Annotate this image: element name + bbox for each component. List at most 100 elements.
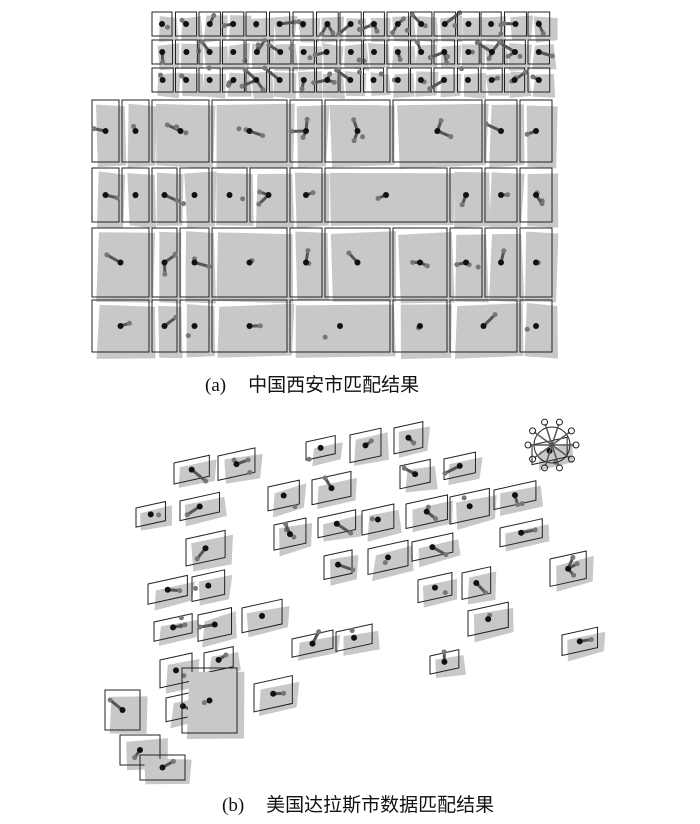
block-outline — [493, 480, 537, 511]
block-centroid — [370, 77, 377, 83]
block-outline — [411, 532, 454, 562]
matched-point — [461, 495, 467, 501]
block-centroid — [347, 77, 354, 83]
matched-point — [541, 464, 549, 472]
matched-point — [185, 333, 191, 339]
block-shadow — [400, 304, 452, 359]
block-outline — [269, 39, 292, 65]
block-centroid — [434, 128, 441, 134]
matched-point — [104, 252, 110, 258]
block-shadow — [372, 545, 414, 582]
block-outline — [504, 67, 526, 93]
block-outline — [467, 601, 509, 637]
block-shadow — [184, 171, 217, 228]
matched-point — [505, 53, 511, 59]
block-centroid — [498, 192, 504, 198]
block-shadow — [198, 574, 233, 606]
block-shadow — [154, 581, 195, 611]
block-centroid — [183, 77, 190, 83]
block-outline — [289, 167, 323, 223]
matched-point — [255, 42, 261, 48]
block-centroid — [253, 21, 260, 27]
matched-point — [524, 326, 530, 332]
block-outline — [349, 427, 382, 464]
block-outline — [292, 11, 314, 37]
block-shadow — [156, 172, 184, 226]
block-centroid — [533, 192, 539, 198]
block-outline — [363, 67, 385, 93]
block-outline — [292, 67, 316, 93]
matched-point — [360, 134, 366, 140]
block-centroid — [465, 21, 472, 27]
matched-point — [199, 39, 205, 45]
matched-point — [165, 24, 171, 30]
matched-point — [401, 16, 407, 22]
matched-point — [361, 58, 367, 64]
block-centroid — [137, 747, 143, 753]
block-outline — [386, 67, 410, 93]
block-shadow — [159, 231, 182, 304]
block-shadow — [525, 231, 559, 303]
block-outline — [363, 39, 385, 65]
block-centroid — [173, 667, 180, 674]
block-centroid — [441, 658, 448, 665]
block-centroid — [102, 192, 109, 198]
block-outline — [392, 227, 448, 298]
block-centroid — [511, 49, 518, 55]
block-centroid — [533, 128, 539, 134]
block-centroid — [183, 49, 190, 55]
matched-point — [498, 31, 504, 37]
matched-point — [312, 52, 318, 58]
match-link — [544, 444, 553, 467]
matched-point — [349, 628, 355, 634]
matched-point — [170, 758, 176, 764]
block-centroid — [488, 21, 495, 27]
block-shadow — [312, 442, 343, 467]
matched-point — [242, 58, 248, 64]
matched-point — [288, 45, 294, 51]
block-centroid — [286, 531, 293, 538]
block-centroid — [418, 49, 425, 55]
block-shadow — [229, 15, 252, 42]
block-outline — [222, 39, 245, 65]
block-outline — [289, 99, 323, 163]
match-link — [190, 468, 208, 483]
block-shadow — [216, 232, 294, 304]
matched-point — [260, 133, 266, 139]
matched-point — [409, 12, 415, 18]
matched-point — [304, 116, 310, 122]
block-shadow — [393, 73, 415, 99]
block-outline — [339, 11, 362, 37]
block-centroid — [164, 586, 171, 593]
block-shadow — [462, 17, 488, 41]
block-outline — [175, 67, 198, 93]
block-centroid — [535, 77, 542, 83]
block-shadow — [435, 655, 467, 679]
matched-point — [351, 117, 357, 123]
matched-point — [459, 66, 465, 72]
block-centroid — [323, 49, 330, 55]
matched-point — [193, 585, 199, 591]
block-outline — [203, 645, 234, 674]
matched-point — [433, 516, 439, 522]
block-outline — [324, 227, 391, 298]
block-outline — [449, 167, 483, 223]
block-outline — [527, 67, 551, 93]
block-outline — [151, 99, 210, 163]
block-shadow — [184, 496, 227, 527]
block-centroid — [456, 462, 463, 469]
matched-point — [322, 334, 328, 340]
block-shadow — [140, 505, 172, 531]
block-outline — [147, 574, 188, 605]
block-outline — [211, 167, 248, 223]
block-shadow — [250, 71, 274, 99]
block-outline — [417, 571, 453, 604]
matched-point — [424, 263, 430, 269]
block-shadow — [144, 758, 192, 785]
matched-point — [425, 504, 431, 510]
block-shadow — [489, 104, 525, 168]
match-link — [533, 444, 553, 459]
matched-point — [404, 27, 410, 33]
block-outline — [527, 11, 551, 37]
match-link — [533, 431, 553, 446]
